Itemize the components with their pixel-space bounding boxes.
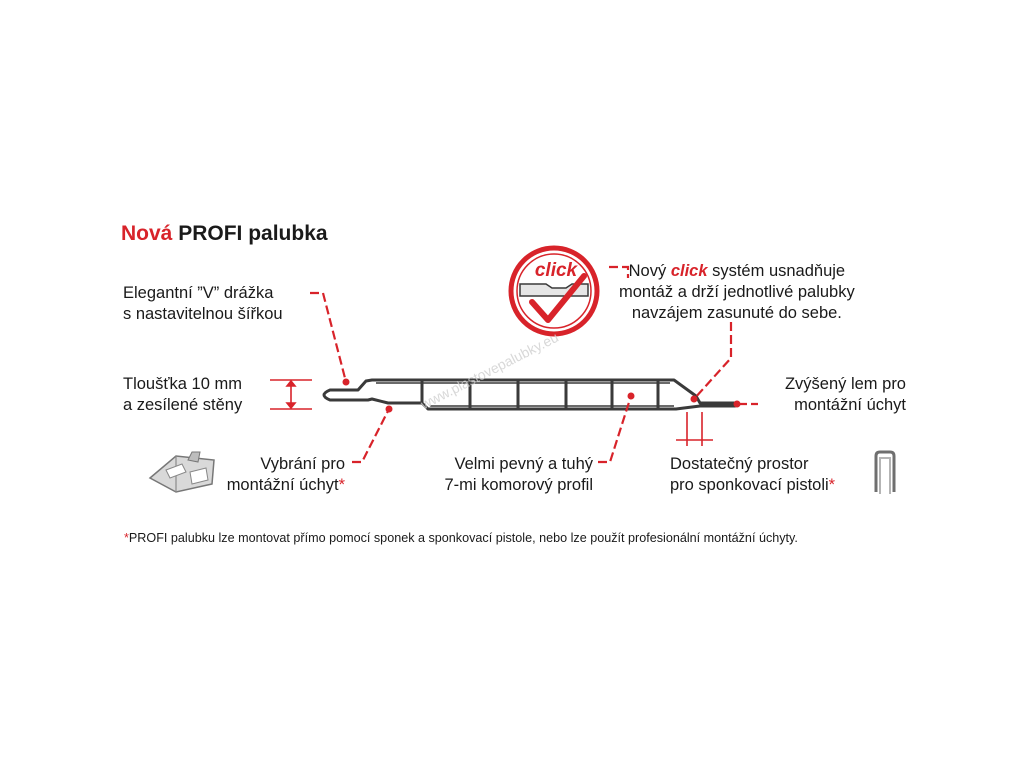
leader-groove: [310, 291, 348, 383]
label-rim: Zvýšený lem pro montážní úchyt: [784, 375, 906, 414]
footnote-asterisk: *: [124, 531, 129, 545]
panel-profile: [322, 378, 737, 411]
leader-click-b: [693, 322, 733, 400]
footnote-text: PROFI palubku lze montovat přímo pomocí …: [128, 531, 798, 545]
label-thickness: Tloušťka 10 mm a zesílené stěny: [123, 375, 243, 414]
leader-click-a: [609, 265, 630, 278]
label-groove: Elegantní ”V” drážka s nastavitelnou šíř…: [123, 284, 283, 323]
asterisk-mark: *: [828, 476, 836, 494]
title-new: Nová: [121, 222, 173, 245]
leader-profile: [598, 395, 633, 464]
diagram-title: Nová PROFI palubka: [121, 222, 328, 246]
leader-lines: [310, 265, 758, 464]
leader-recess: [352, 408, 390, 464]
title-product: PROFI palubka: [178, 222, 328, 245]
label-stapler-space: Dostatečný prostor pro sponkovací pistol…: [670, 455, 836, 494]
click-word: click: [670, 262, 708, 280]
staple-icon: [874, 450, 896, 494]
label-recess: Vybrání pro montážní úchyt*: [226, 455, 345, 494]
space-dimension: [676, 412, 713, 446]
label-click-system: Nový click systém usnadňuje montáž a drž…: [619, 262, 855, 322]
click-badge-icon: click: [508, 245, 600, 337]
asterisk-mark: *: [338, 476, 345, 494]
click-badge-text: click: [535, 260, 579, 281]
thickness-dimension: [270, 379, 312, 410]
mounting-clip-icon: [148, 451, 215, 493]
leader-dots: [342, 378, 741, 413]
label-profile: Velmi pevný a tuhý 7-mi komorový profil: [444, 455, 593, 494]
footnote: *PROFI palubku lze montovat přímo pomocí…: [124, 531, 798, 545]
